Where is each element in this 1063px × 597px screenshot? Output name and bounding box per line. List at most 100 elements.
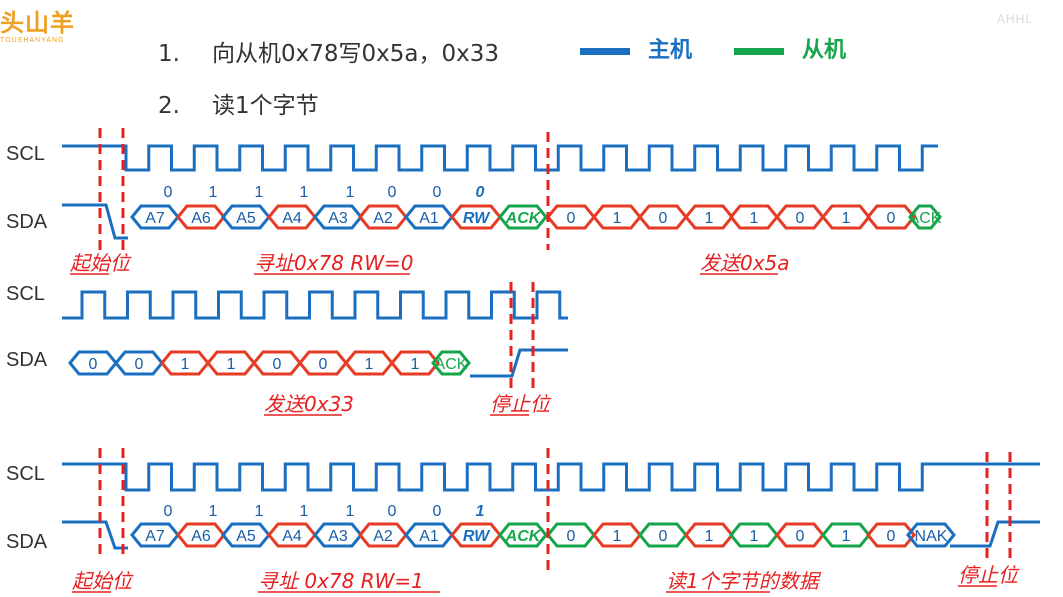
d3-label-start: 起始位 [72,569,134,593]
d3-nak-cell-text: NAK [915,528,948,545]
d2-label-stop: 停止位 [490,392,552,416]
d3-byte-cell-6-text: 1 [842,528,851,545]
d3-rw-cell-text: RW [463,528,491,545]
d1-ack2-cell [908,204,942,230]
step-1-number: 1. [158,41,180,67]
logo-text: 头山羊 [0,9,75,37]
d3-addr-bit-4: 1 [346,503,355,520]
step-2: 2. 读1个字节 [158,86,319,120]
d1-scl-name: SCL [6,143,45,165]
logo-subtext: TOUSHANYANG [0,37,65,44]
d1-addr-bit-6: 0 [433,184,442,201]
d1-byte-cell-3-text: 1 [705,210,714,227]
d3-scl-wave [62,462,938,492]
d3-addr-cell-3-text: A4 [282,528,302,545]
d3-addr-cell-5-text: A2 [373,528,393,545]
d1-addr-bit-0: 0 [164,184,173,201]
d2-byte-cell-6-text: 1 [365,356,374,373]
step-1-text: 向从机0x78写0x5a，0x33 [212,41,499,67]
d3-addr-cell-4-text: A3 [328,528,348,545]
d3-scl-name: SCL [6,463,45,485]
d3-byte-cell-7 [866,522,916,548]
d1-addr-cell-0-text: A7 [145,210,165,227]
d1-byte-cell-4-text: 1 [750,210,759,227]
d2-byte-cell-7 [390,350,440,376]
d2-byte-cell-3-text: 1 [227,356,236,373]
legend-master-label: 主机 [648,38,693,63]
step-2-text: 读1个字节 [212,93,319,119]
d1-label-send: 发送0x5a [700,251,790,275]
legend-master-swatch [580,47,630,55]
d1-ack1-cell [498,204,548,230]
d2-byte-cell-1-text: 0 [135,356,144,373]
d2-byte-cell-4-text: 0 [273,356,282,373]
d1-addr-cell-2-text: A5 [236,210,256,227]
d2-scl-name: SCL [6,283,45,305]
d3-label-addr: 寻址 0x78 RW=1 [258,569,424,593]
d1-addr-cell-4-text: A3 [328,210,348,227]
brand-logo: 头山羊 TOUSHANYANG [0,10,100,44]
d3-addr-bit-7: 1 [476,503,485,520]
d1-byte-cell-0-text: 0 [567,210,576,227]
d2-sda-stop [470,348,568,378]
legend-slave-label: 从机 [802,38,847,63]
d3-addr-cell-1-text: A6 [191,528,211,545]
d3-byte-cell-4-text: 1 [750,528,759,545]
d1-addr-bit-5: 0 [388,184,397,201]
d1-ack1-cell-text: ACK [505,210,542,227]
d1-addr-cell-1-text: A6 [191,210,211,227]
d1-sda-name: SDA [6,211,48,233]
step-1: 1. 向从机0x78写0x5a，0x33 [158,34,499,68]
d1-byte-cell-2-text: 0 [659,210,668,227]
d3-addr-bit-1: 1 [209,503,218,520]
d1-addr-cell-6-text: A1 [419,210,439,227]
d3-byte-cell-5-text: 0 [796,528,805,545]
d1-addr-cell-3-text: A4 [282,210,302,227]
d3-sda-name: SDA [6,531,48,553]
d1-byte-cell-1-text: 1 [613,210,622,227]
legend-slave-swatch [734,47,784,55]
d1-byte-cell-7 [866,204,916,230]
d1-label-start: 起始位 [70,251,132,275]
d2-byte-cell-5-text: 0 [319,356,328,373]
d2-sda-name: SDA [6,349,48,371]
d3-sda-stop [950,520,1040,548]
d3-addr-bit-6: 0 [433,503,442,520]
d1-byte-cell-5-text: 0 [796,210,805,227]
d3-ack1-cell-text: ACK [505,528,542,545]
watermark: AHHL [996,12,1033,26]
d3-addr-cell-0-text: A7 [145,528,165,545]
d3-label-read: 读1个字节的数据 [666,569,822,593]
d1-scl-wave [62,144,938,172]
d2-byte-cell-2-text: 1 [181,356,190,373]
d1-addr-bit-2: 1 [255,184,264,201]
d3-addr-bit-2: 1 [255,503,264,520]
d3-sda-start [62,520,128,550]
d3-byte-cell-2-text: 0 [659,528,668,545]
d1-addr-bit-7: 0 [476,184,485,201]
d2-byte-cell-0-text: 0 [89,356,98,373]
d2-scl-wave [62,290,568,320]
d1-rw-cell-text: RW [463,210,491,227]
d1-byte-cell-7-text: 0 [887,210,896,227]
d3-addr-bit-3: 1 [300,503,309,520]
d3-byte-cell-1-text: 1 [613,528,622,545]
d1-addr-bit-4: 1 [346,184,355,201]
d2-byte-cell-7-text: 1 [411,356,420,373]
d2-ack-cell-text: ACK [435,356,468,373]
d2-label-send: 发送0x33 [264,392,354,416]
d2-ack-cell [431,350,471,376]
d1-addr-bit-3: 1 [300,184,309,201]
d3-label-stop: 停止位 [958,563,1020,587]
legend-slave: 从机 [734,32,846,64]
d3-addr-cell-6-text: A1 [419,528,439,545]
step-2-number: 2. [158,93,180,119]
d3-ack1-cell [498,522,548,548]
d3-byte-cell-3-text: 1 [705,528,714,545]
d3-addr-bit-5: 0 [388,503,397,520]
d1-byte-cell-6-text: 1 [842,210,851,227]
d3-nak-cell [906,522,956,548]
d1-addr-bit-1: 1 [209,184,218,201]
d3-byte-cell-7-text: 0 [887,528,896,545]
d1-addr-cell-5-text: A2 [373,210,393,227]
